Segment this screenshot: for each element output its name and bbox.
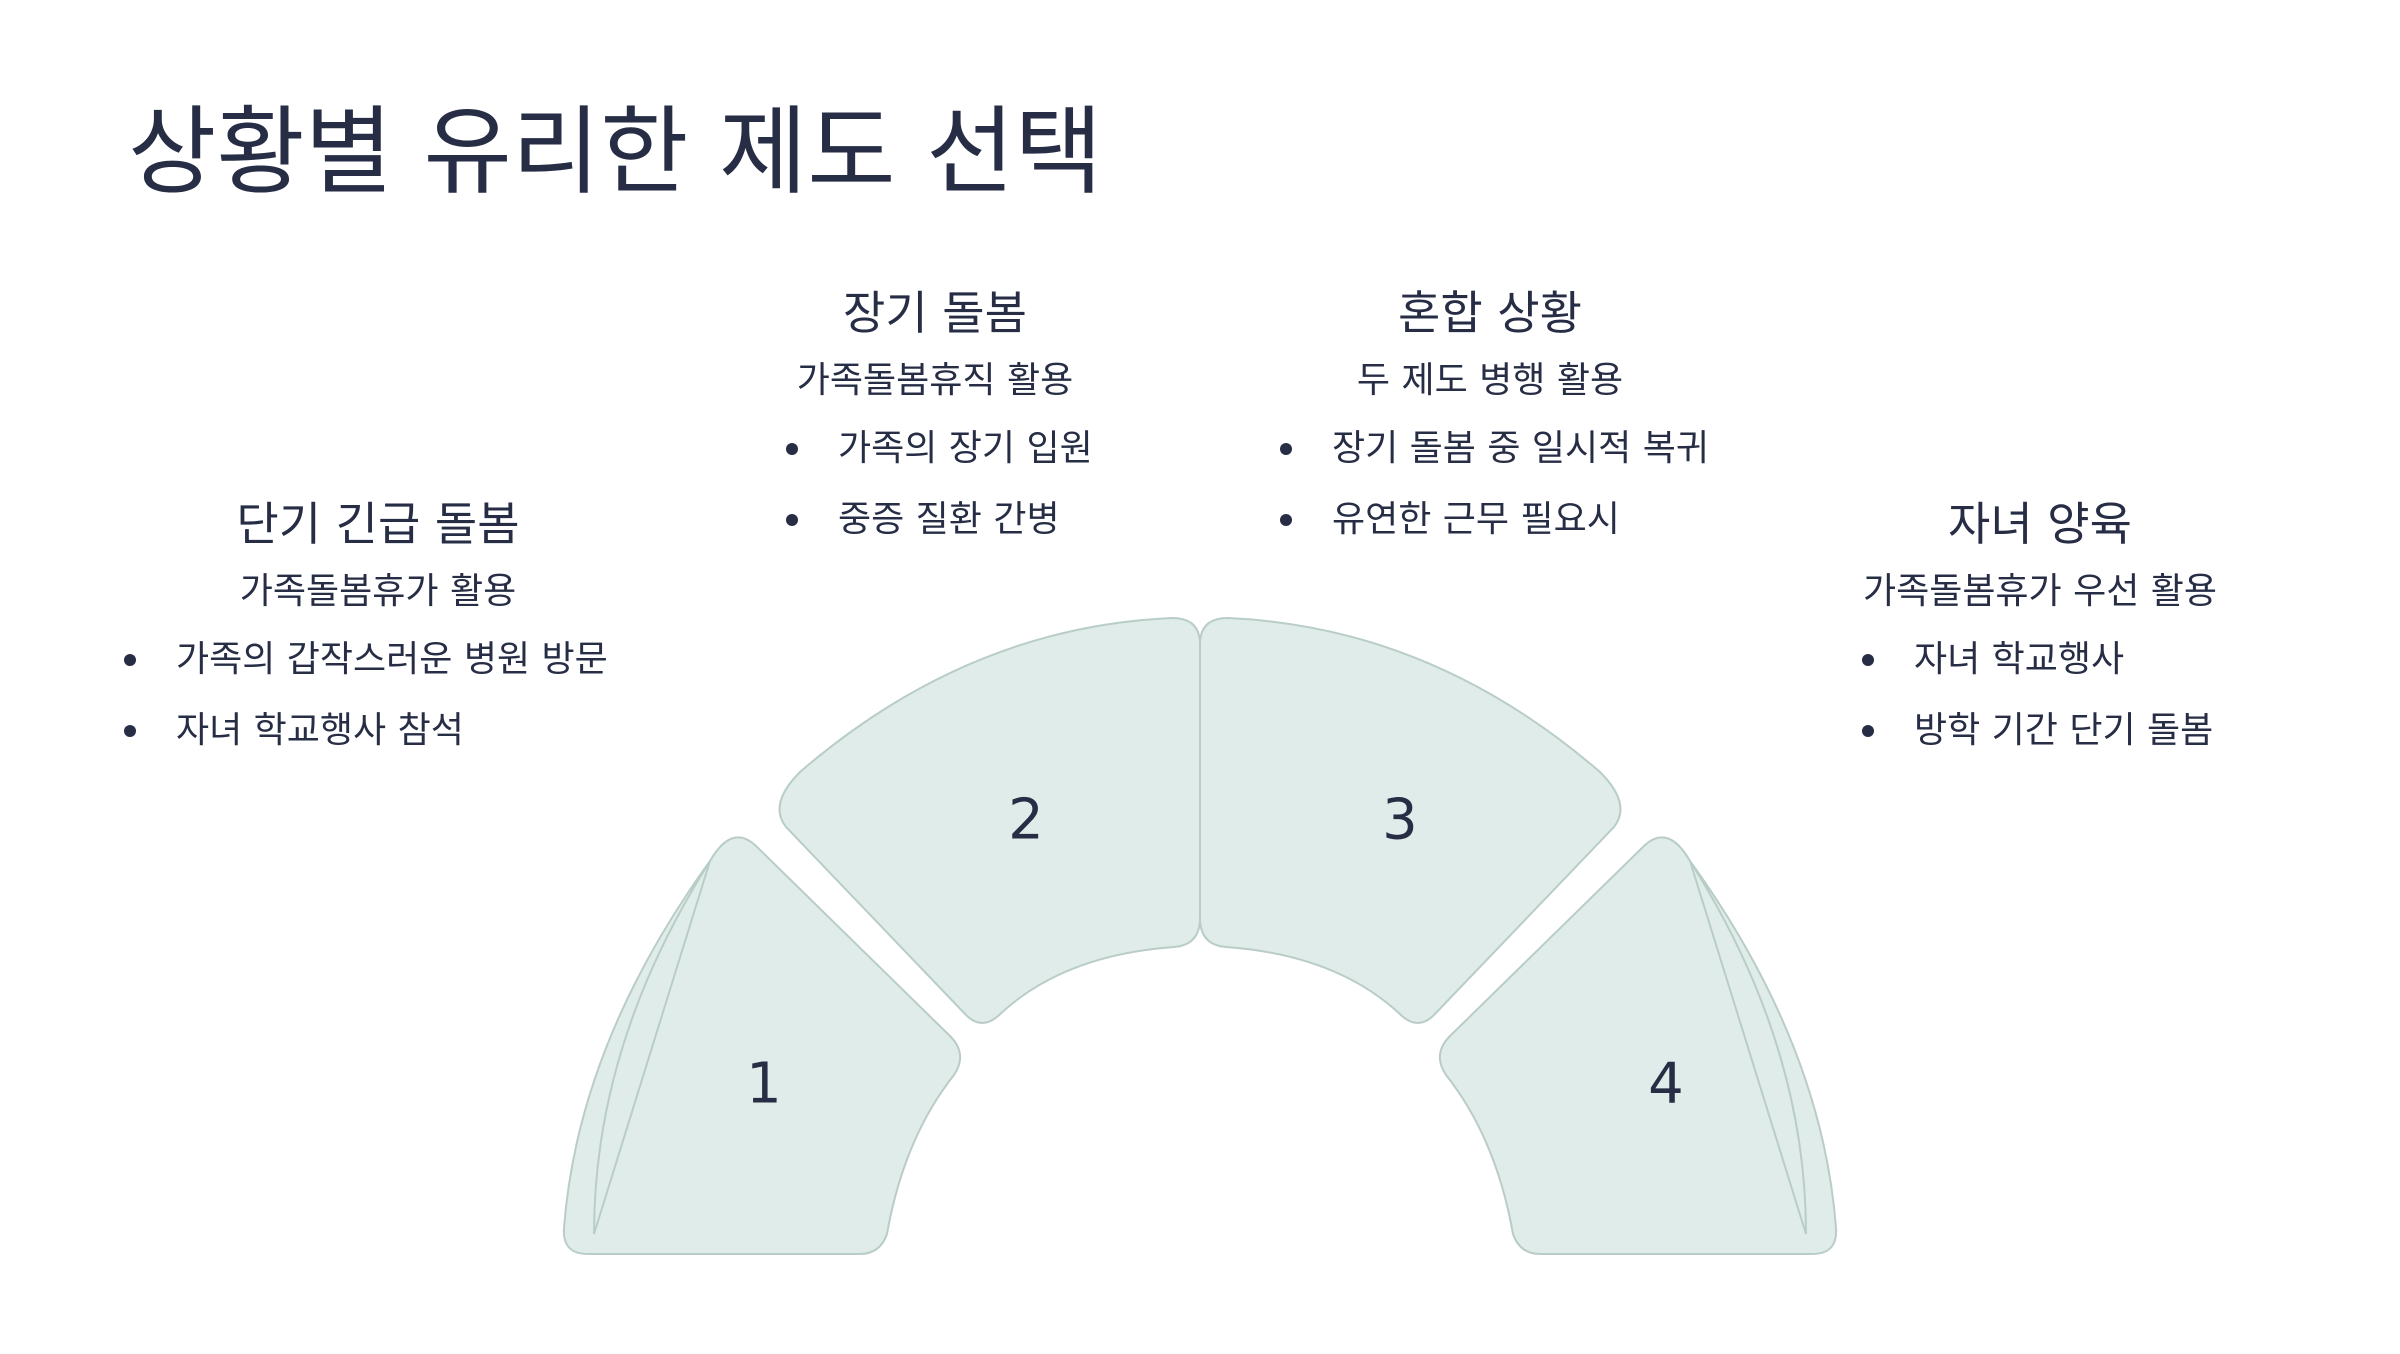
bullet-icon	[124, 654, 136, 666]
segment-3: 3	[1199, 616, 1622, 1024]
bullet-icon	[1280, 443, 1292, 455]
card-heading: 자녀 양육	[1948, 497, 2132, 551]
card-subtitle: 가족돌봄휴직 활용	[796, 360, 1074, 401]
segment-2-number: 2	[1008, 788, 1044, 853]
slide-title: 상황별 유리한 제도 선택	[128, 96, 1103, 208]
card-heading: 단기 긴급 돌봄	[236, 497, 520, 551]
bullet-icon	[786, 514, 798, 526]
card-subtitle: 가족돌봄휴가 우선 활용	[1862, 571, 2218, 612]
segment-4: 4	[1439, 836, 1838, 1255]
card-heading: 장기 돌봄	[843, 286, 1027, 340]
card-subtitle: 두 제도 병행 활용	[1356, 360, 1624, 401]
list-item: 장기 돌봄 중 일시적 복귀	[1274, 427, 1750, 471]
card-bullet-list: 장기 돌봄 중 일시적 복귀 유연한 근무 필요시	[1274, 427, 1750, 542]
bullet-icon	[786, 443, 798, 455]
bullet-icon	[1862, 725, 1874, 737]
card-child-care: 자녀 양육 가족돌봄휴가 우선 활용 자녀 학교행사 방학 기간 단기 돌봄	[1780, 496, 2300, 780]
segment-4-shape	[1439, 836, 1838, 1255]
list-item: 가족의 갑작스러운 병원 방문	[118, 638, 638, 682]
segment-3-number: 3	[1382, 788, 1418, 853]
list-item: 자녀 학교행사 참석	[118, 709, 638, 753]
list-item: 유연한 근무 필요시	[1274, 498, 1750, 542]
segment-1-number: 1	[746, 1052, 782, 1117]
card-short-term: 단기 긴급 돌봄 가족돌봄휴가 활용 가족의 갑작스러운 병원 방문 자녀 학교…	[118, 496, 638, 780]
card-subtitle: 가족돌봄휴가 활용	[239, 571, 517, 612]
bullet-icon	[1280, 514, 1292, 526]
segment-4-number: 4	[1648, 1052, 1684, 1117]
bullet-icon	[1862, 654, 1874, 666]
list-item: 중증 질환 간병	[780, 498, 1195, 542]
list-item: 자녀 학교행사	[1856, 638, 2300, 682]
list-item: 방학 기간 단기 돌봄	[1856, 709, 2300, 753]
segment-2: 2	[778, 616, 1201, 1024]
card-heading: 혼합 상황	[1398, 286, 1582, 340]
segment-3-shape	[1199, 616, 1622, 1024]
card-bullet-list: 가족의 장기 입원 중증 질환 간병	[780, 427, 1195, 542]
segment-1: 1	[562, 836, 961, 1255]
segment-2-shape	[778, 616, 1201, 1024]
card-bullet-list: 가족의 갑작스러운 병원 방문 자녀 학교행사 참석	[118, 638, 638, 753]
segment-1-shape	[562, 836, 961, 1255]
bullet-icon	[124, 725, 136, 737]
card-bullet-list: 자녀 학교행사 방학 기간 단기 돌봄	[1856, 638, 2300, 753]
card-mixed: 혼합 상황 두 제도 병행 활용 장기 돌봄 중 일시적 복귀 유연한 근무 필…	[1230, 285, 1750, 569]
list-item: 가족의 장기 입원	[780, 427, 1195, 471]
card-long-term: 장기 돌봄 가족돌봄휴직 활용 가족의 장기 입원 중증 질환 간병	[675, 285, 1195, 569]
